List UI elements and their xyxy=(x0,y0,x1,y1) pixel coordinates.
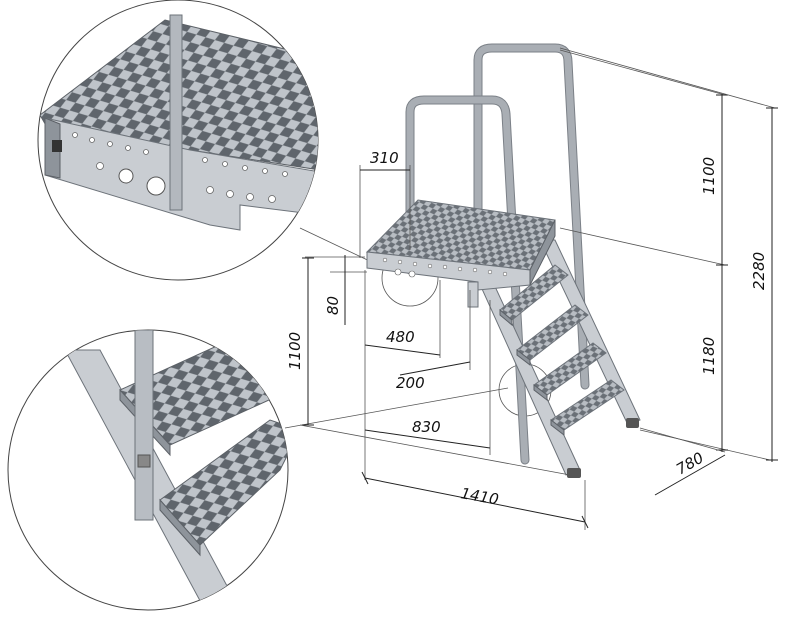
dim-80: 80 xyxy=(324,296,342,315)
dim-1180: 1180 xyxy=(700,337,718,375)
dim-200: 200 xyxy=(396,374,425,392)
detail-circle-platform xyxy=(37,0,319,281)
dim-310: 310 xyxy=(370,149,399,167)
dim-1410: 1410 xyxy=(459,484,500,508)
ladder-structure xyxy=(365,43,641,478)
dim-780: 780 xyxy=(673,449,707,479)
leader-line xyxy=(284,387,509,429)
leader-line xyxy=(299,227,379,266)
detail-circle-steps xyxy=(7,329,289,611)
dim-1100-rail: 1100 xyxy=(700,157,718,195)
dim-830: 830 xyxy=(412,418,441,436)
dim-480: 480 xyxy=(386,328,415,346)
dim-1100-platform: 1100 xyxy=(286,332,304,370)
dim-2280: 2280 xyxy=(750,252,768,290)
dimension-lines xyxy=(299,47,778,530)
